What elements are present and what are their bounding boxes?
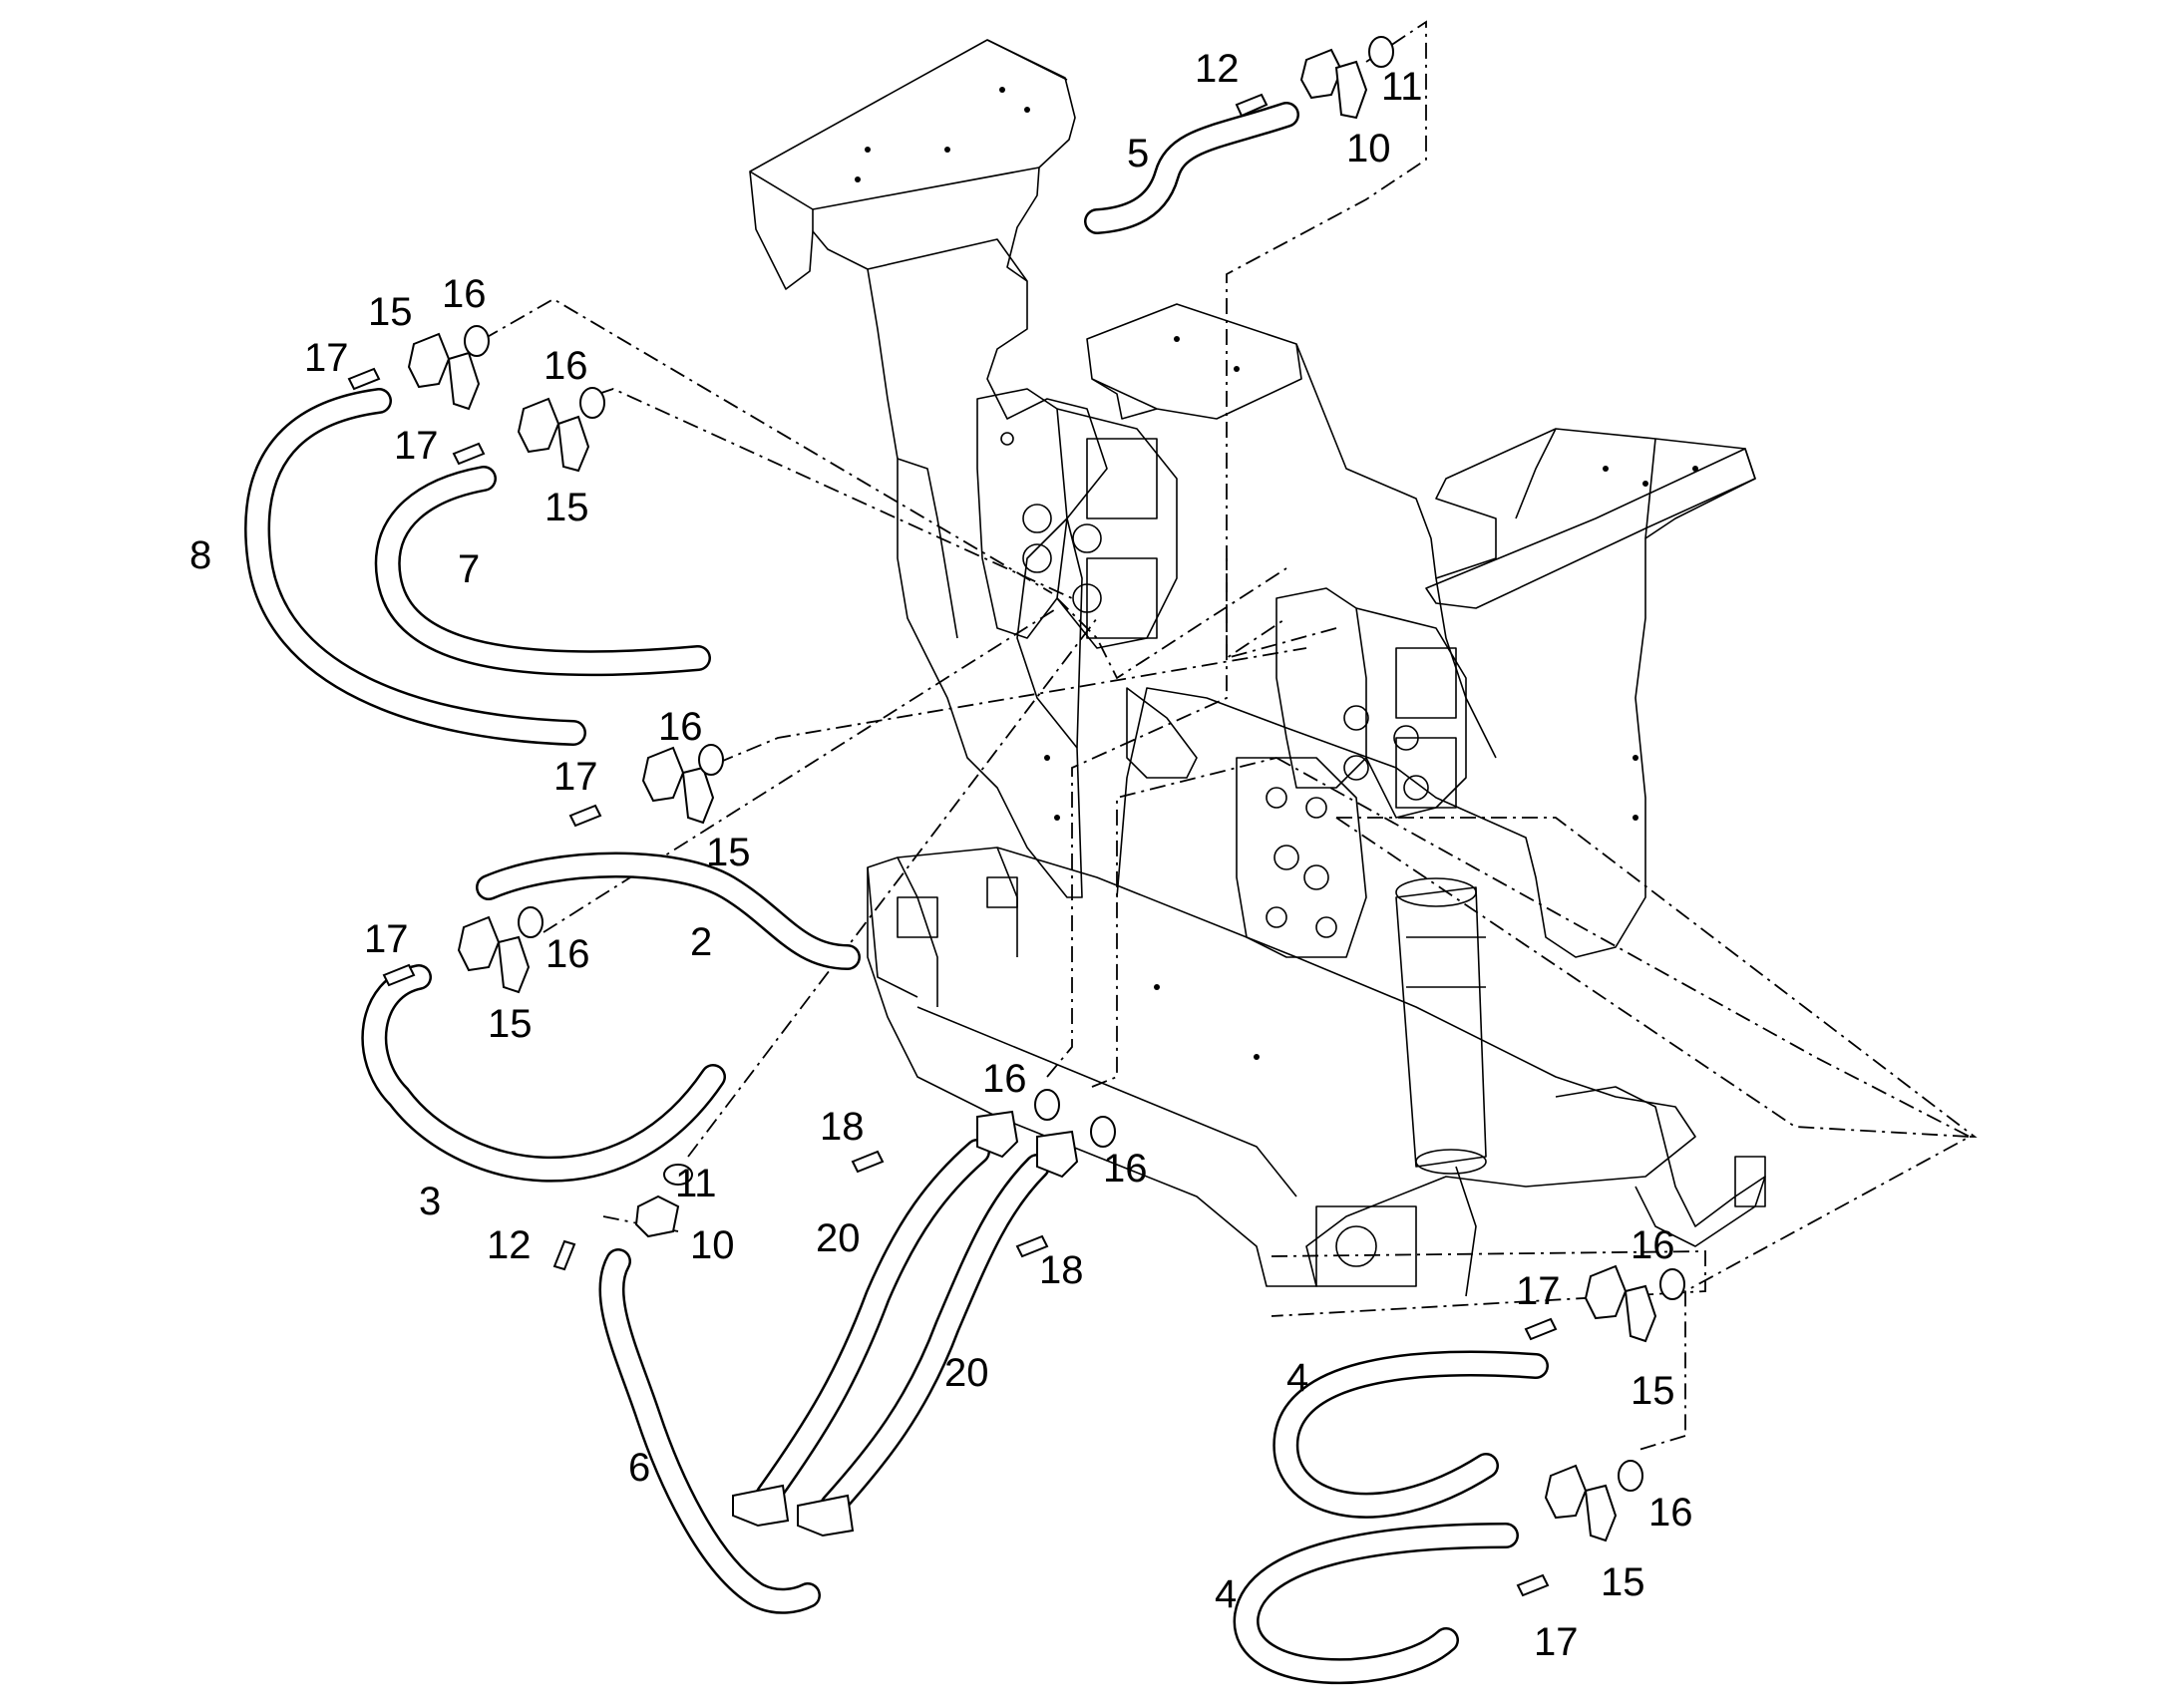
hose-20a	[755, 1139, 990, 1509]
callout: 18	[820, 1105, 865, 1149]
callout: 4	[1286, 1356, 1308, 1400]
callout: 12	[1195, 47, 1240, 91]
frame-holes	[855, 87, 1698, 1060]
callout: 11	[675, 1162, 717, 1205]
instrument-panel	[1266, 787, 1337, 938]
callout: 2	[690, 920, 712, 964]
callout: 16	[1103, 1147, 1148, 1191]
hose-20b	[820, 1154, 1050, 1519]
callout: 17	[364, 917, 409, 961]
hose-7	[374, 466, 711, 677]
callout: 17	[394, 424, 439, 468]
hose-4b	[1233, 1523, 1519, 1685]
callout-labels: 12 11 5 10 16 15 17 16 17 15 8 7 16 17 1…	[189, 47, 1693, 1664]
callout: 15	[1631, 1369, 1675, 1413]
main-frame	[749, 39, 1766, 1297]
callout: 17	[1516, 1269, 1561, 1313]
hose-6	[598, 1248, 821, 1614]
callout: 15	[706, 831, 751, 874]
callout: 10	[1346, 127, 1391, 171]
callout: 16	[982, 1057, 1027, 1101]
leader-lines	[483, 20, 1978, 1452]
hose-3	[361, 964, 726, 1183]
callout: 16	[545, 932, 590, 976]
callout: 20	[944, 1351, 989, 1395]
o-ring-icon	[464, 36, 1685, 1492]
callout: 16	[544, 344, 588, 388]
callout: 10	[690, 1223, 735, 1267]
callout: 18	[1039, 1248, 1084, 1292]
callout: 5	[1127, 132, 1149, 175]
callout: 16	[658, 705, 703, 749]
callout: 17	[304, 336, 349, 380]
callout: 17	[1534, 1620, 1579, 1664]
callout: 3	[419, 1180, 441, 1223]
callout: 16	[1648, 1491, 1693, 1535]
callout: 6	[628, 1446, 650, 1490]
callout: 20	[816, 1216, 861, 1260]
hose-5	[1084, 102, 1299, 234]
callout: 15	[545, 486, 589, 529]
callout: 15	[368, 290, 413, 334]
callout: 11	[1381, 65, 1423, 109]
hose-2	[476, 852, 861, 970]
callout: 15	[1601, 1560, 1645, 1604]
callout: 17	[553, 755, 598, 799]
callout: 4	[1215, 1572, 1237, 1616]
callout: 16	[1631, 1223, 1675, 1267]
callout: 16	[442, 272, 487, 316]
bolt-icon	[347, 93, 1558, 1597]
callout: 12	[487, 1223, 532, 1267]
hose-4a	[1272, 1350, 1549, 1519]
flange-clamp-icon	[407, 48, 1657, 1542]
callout: 8	[189, 533, 211, 577]
valve-block-left	[1000, 432, 1158, 639]
valve-block-right	[1343, 647, 1457, 809]
callout: 15	[488, 1002, 533, 1046]
hose-8	[244, 388, 586, 746]
callout: 7	[458, 547, 480, 591]
